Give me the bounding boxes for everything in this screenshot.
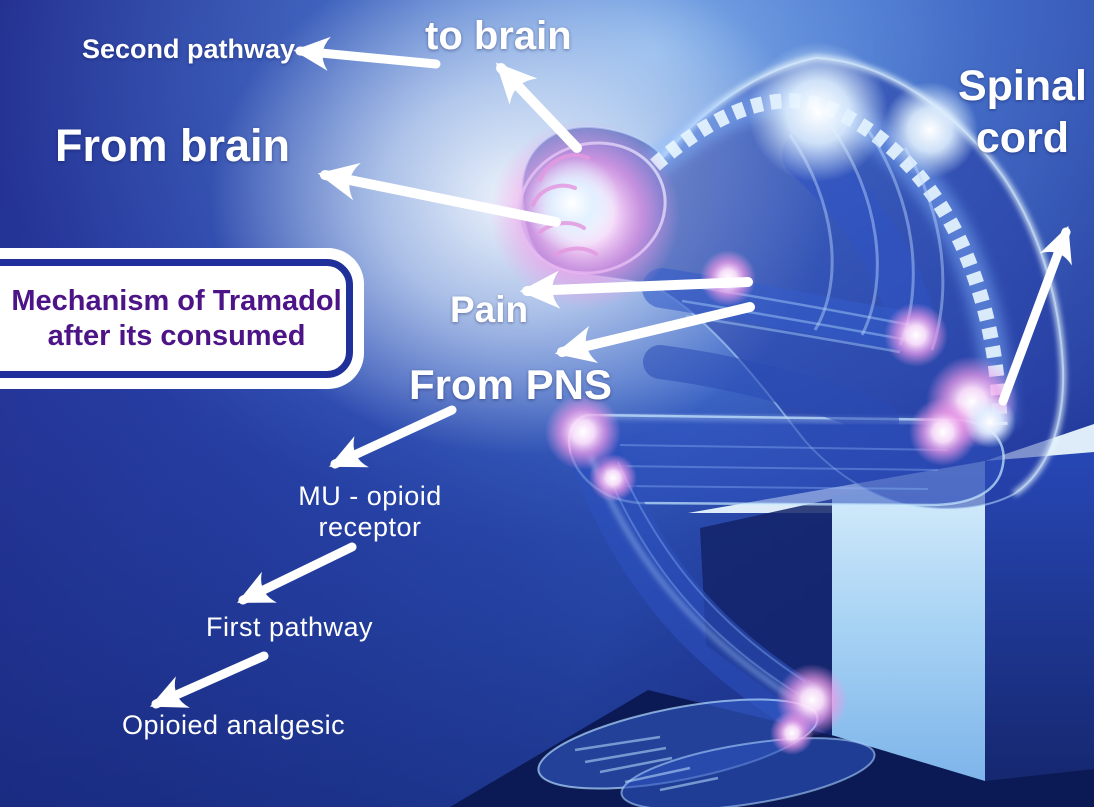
label-spinal-line2: cord [975, 114, 1070, 163]
from-pns-arrow [554, 302, 755, 363]
brain-folds [531, 153, 598, 257]
first-to-opioid-arrow [149, 651, 269, 709]
bench-right-face [985, 452, 1094, 783]
shin-bone-lines [605, 461, 807, 695]
annotation-arrows [149, 36, 1072, 709]
from-brain-arrow [317, 162, 561, 227]
label-to-brain: to brain [425, 14, 572, 58]
to-brain-arrow [495, 62, 582, 153]
label-mu-line2: receptor [318, 512, 422, 543]
hip-glow [909, 398, 977, 466]
elbow-glow [884, 303, 948, 367]
pain-arrow [519, 270, 753, 309]
label-from-pns: From PNS [409, 361, 613, 408]
title-box-inner: Mechanism of Tramadol after its consumed [0, 259, 353, 378]
bench-front-face [832, 461, 985, 783]
thigh-rim [595, 414, 963, 424]
upper-back-glow [882, 82, 978, 178]
label-mu-line1: MU - opioid [298, 481, 442, 511]
spinal-cord-arrow [998, 225, 1072, 406]
label-pain: Pain [450, 289, 529, 330]
label-first-pathway: First pathway [206, 612, 374, 642]
title-box: Mechanism of Tramadol after its consumed [0, 248, 364, 389]
forearm-second [643, 345, 899, 437]
knee-glow [545, 394, 621, 470]
foot-lower [620, 737, 876, 807]
label-mu-opioid-receptor: MU - opioid receptor [270, 481, 470, 543]
second-pathway-arrow [293, 36, 441, 71]
label-spinal-line1: Spinal [957, 62, 1087, 110]
label-from-brain: From brain [55, 120, 291, 171]
mu-to-first-arrow [237, 542, 357, 605]
heel-glow [770, 711, 814, 755]
person-figure [490, 42, 1066, 807]
shoulder-spine-glow [748, 42, 888, 182]
label-opioid-analgesic: Opioied analgesic [122, 710, 346, 740]
knee-lower-glow [589, 454, 637, 502]
title-line2: after its consumed [47, 319, 306, 352]
pelvis-glow [964, 396, 1016, 448]
toe-bones [574, 735, 719, 792]
label-spinal-cord: Spinal cord [958, 60, 1087, 165]
pns-to-mu-arrow [329, 405, 457, 469]
label-second-pathway: Second pathway [82, 34, 296, 64]
title-line1: Mechanism of Tramadol [11, 285, 342, 318]
brain-core-glow [524, 155, 620, 251]
thigh-muscle-lines [614, 444, 949, 490]
